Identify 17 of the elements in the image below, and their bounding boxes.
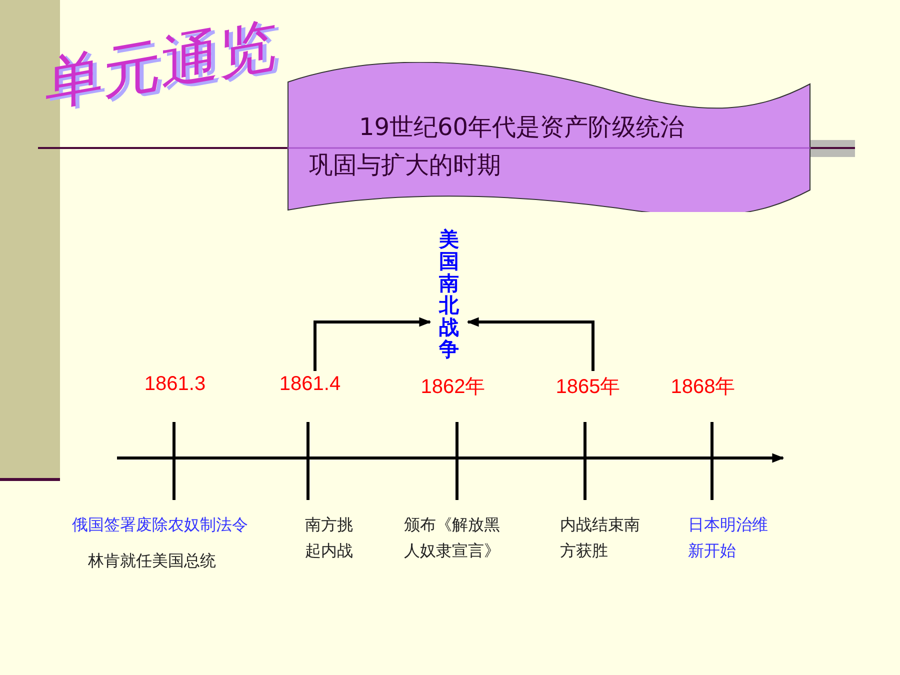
event-text: 南方挑起内战 [305,514,354,562]
year-label: 1861.3 [144,373,206,395]
arrow [314,317,432,371]
arrow [466,317,594,371]
title: 单元通览 [45,10,277,120]
wavy-banner [287,62,811,212]
banner-text: 19世纪60年代是资产阶级统治巩固与扩大的时期 [309,112,686,181]
year-label: 1868年 [670,376,736,398]
event-text: 颁布《解放黑人奴隶宣言》 [404,514,501,562]
event-text: 俄国签署废除农奴制法令 [72,514,249,536]
event-text: 内战结束南方获胜 [560,514,641,562]
year-label: 1865年 [556,376,620,398]
year-label: 1861.4 [279,373,341,395]
event-text: 日本明治维新开始 [688,514,769,562]
event-text: 林肯就任美国总统 [88,550,217,572]
year-label: 1862年 [420,376,486,398]
vertical-heading: 美国南北战争 [439,228,459,360]
